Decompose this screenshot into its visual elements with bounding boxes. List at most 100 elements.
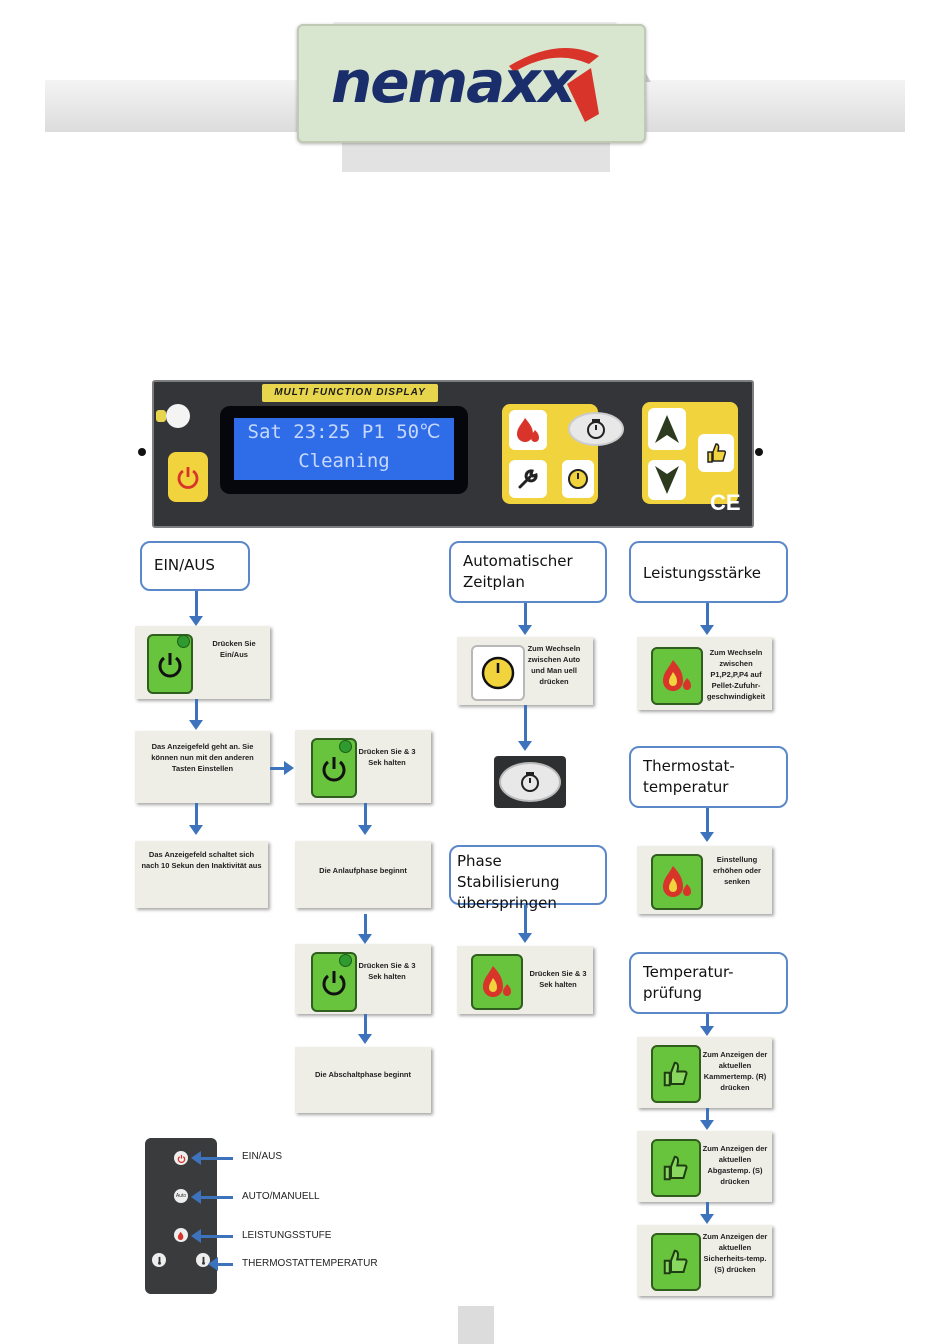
step-text: Zum Anzeigen der aktuellen Sicherheits-t… — [702, 1232, 768, 1274]
flow-arrow — [700, 1014, 714, 1036]
title-line: Automatischer — [463, 552, 573, 570]
flame-icon-tile — [651, 647, 703, 705]
flow-arrow — [518, 603, 532, 635]
tempcheck-step-2: Zum Anzeigen der aktuellen Abgastemp. (S… — [637, 1131, 772, 1202]
lcd-line-2: Cleaning — [298, 450, 390, 472]
power-icon — [177, 467, 199, 489]
tempcheck-step-1: Zum Anzeigen der aktuellen Kammertemp. (… — [637, 1037, 772, 1108]
remote-power-button[interactable] — [174, 1151, 188, 1165]
flow-arrow — [700, 1108, 714, 1130]
flame-icon — [517, 418, 539, 442]
ein-aus-title: EIN/AUS — [140, 541, 250, 591]
title-line: Zeitplan — [463, 573, 525, 591]
logo-swoosh-icon — [509, 48, 599, 122]
ein-aus-step-3: Das Anzeigefeld schaltet sich nach 10 Se… — [135, 841, 268, 908]
flame-icon — [663, 660, 691, 691]
flow-arrow — [518, 905, 532, 943]
settings-button[interactable] — [509, 460, 547, 498]
wrench-icon — [518, 469, 538, 489]
leistung-title: Leistungsstärke — [629, 541, 788, 603]
thumbs-up-icon — [707, 443, 727, 463]
control-panel: MULTI FUNCTION DISPLAY Sat 23:25 P1 50℃ … — [152, 380, 754, 528]
flame-icon — [663, 866, 691, 897]
step-text: Zum Wechseln zwischen Auto und Man uell … — [527, 644, 581, 686]
remote-label-ein-aus: EIN/AUS — [242, 1151, 283, 1162]
thermostat-title: Thermostat- temperatur — [629, 746, 788, 808]
thumbs-up-icon — [663, 1061, 688, 1087]
remote-label-thermostattemperatur: THERMOSTATTEMPERATUR — [242, 1258, 378, 1269]
flow-arrow — [700, 808, 714, 842]
ein-aus-step-5: Die Anlaufphase beginnt — [295, 841, 431, 908]
callout-arrow — [191, 1190, 233, 1204]
step-text: Zum Anzeigen der aktuellen Abgastemp. (S… — [702, 1144, 768, 1186]
zeitplan-title: Automatischer Zeitplan — [449, 541, 607, 603]
step-text: Das Anzeigefeld geht an. Sie können nun … — [151, 742, 254, 773]
title-line: temperatur — [643, 778, 729, 796]
step-text: Drücken Sie & 3 Sek halten — [529, 969, 587, 989]
clock-button[interactable] — [562, 460, 594, 498]
flame-button[interactable] — [509, 410, 547, 450]
thumbs-icon-tile — [651, 1233, 701, 1291]
up-button[interactable] — [648, 408, 686, 450]
phase-step-1: Drücken Sie & 3 Sek halten — [457, 946, 593, 1014]
thermostat-step-1: Einstellung erhöhen oder senken — [637, 846, 772, 914]
thermometer-icon — [157, 1256, 161, 1265]
power-icon — [322, 757, 346, 782]
flame-icon — [483, 966, 511, 997]
lcd-screen: Sat 23:25 P1 50℃ Cleaning — [234, 418, 454, 480]
phase-title: Phase Stabilisierung überspringen — [449, 845, 607, 912]
tempcheck-step-3: Zum Anzeigen der aktuellen Sicherheits-t… — [637, 1225, 772, 1296]
confirm-button[interactable] — [698, 434, 734, 472]
callout-arrow — [191, 1229, 233, 1243]
thumbs-icon-tile — [651, 1139, 701, 1197]
power-icon-tile — [311, 952, 357, 1012]
power-icon — [177, 1154, 185, 1163]
flow-arrow — [189, 699, 203, 730]
flame-icon-tile — [471, 954, 523, 1010]
remote-auto-button[interactable]: Auto — [174, 1189, 188, 1203]
ce-mark: CE — [710, 490, 741, 515]
flow-arrow — [358, 1014, 372, 1044]
step-text: Drücken Sie Ein/Aus — [212, 639, 256, 659]
logo-text: nemaxx — [331, 48, 576, 116]
title-line: prüfung — [643, 984, 703, 1002]
remote-power-level-button[interactable] — [174, 1228, 188, 1242]
callout-arrow — [208, 1257, 233, 1271]
timer-icon — [587, 419, 605, 439]
page-footer-tab — [458, 1306, 494, 1344]
step-text: Die Anlaufphase beginnt — [319, 866, 407, 875]
down-button[interactable] — [648, 460, 686, 500]
title-line: Phase Stabilisierung — [457, 852, 560, 891]
indicator-bar — [156, 410, 166, 422]
step-text: Das Anzeigefeld schaltet sich nach 10 Se… — [141, 850, 262, 870]
tempcheck-title: Temperatur- prüfung — [629, 952, 788, 1014]
clock-icon — [568, 469, 588, 489]
flow-arrow — [358, 914, 372, 944]
clock-icon — [481, 656, 515, 690]
remote-label-auto-manuell: AUTO/MANUELL — [242, 1191, 320, 1202]
status-dot-icon — [339, 740, 352, 753]
ein-aus-step-4: Drücken Sie & 3 Sek halten — [295, 730, 431, 803]
thermometer-icon — [201, 1256, 205, 1265]
callout-arrow — [191, 1151, 233, 1165]
timer-button[interactable] — [568, 412, 624, 446]
panel-title: MULTI FUNCTION DISPLAY — [262, 384, 438, 402]
step-text: Drücken Sie & 3 Sek halten — [358, 747, 416, 767]
ein-aus-step-6: Drücken Sie & 3 Sek halten — [295, 944, 431, 1014]
step-text: Drücken Sie & 3 Sek halten — [358, 961, 416, 981]
ein-aus-step-2: Das Anzeigefeld geht an. Sie können nun … — [135, 731, 270, 803]
remote-thermo-down-button[interactable] — [152, 1253, 166, 1267]
power-button[interactable] — [168, 452, 208, 502]
status-led — [166, 404, 190, 428]
mount-hole-right — [755, 448, 763, 456]
timer-key — [494, 756, 566, 808]
flame-icon-tile — [651, 854, 703, 910]
leistung-step-1: Zum Wechseln zwischen P1,P2,P,P4 auf Pel… — [637, 637, 772, 710]
logo-box: nemaxx — [297, 24, 646, 143]
remote-thermo-up-button[interactable] — [196, 1253, 210, 1267]
step-text: Einstellung erhöhen oder senken — [713, 855, 761, 886]
header-tab — [342, 140, 610, 172]
title-line: Thermostat- — [643, 757, 735, 775]
flow-arrow — [700, 603, 714, 635]
remote-label-leistungsstufe: LEISTUNGSSTUFE — [242, 1230, 332, 1241]
